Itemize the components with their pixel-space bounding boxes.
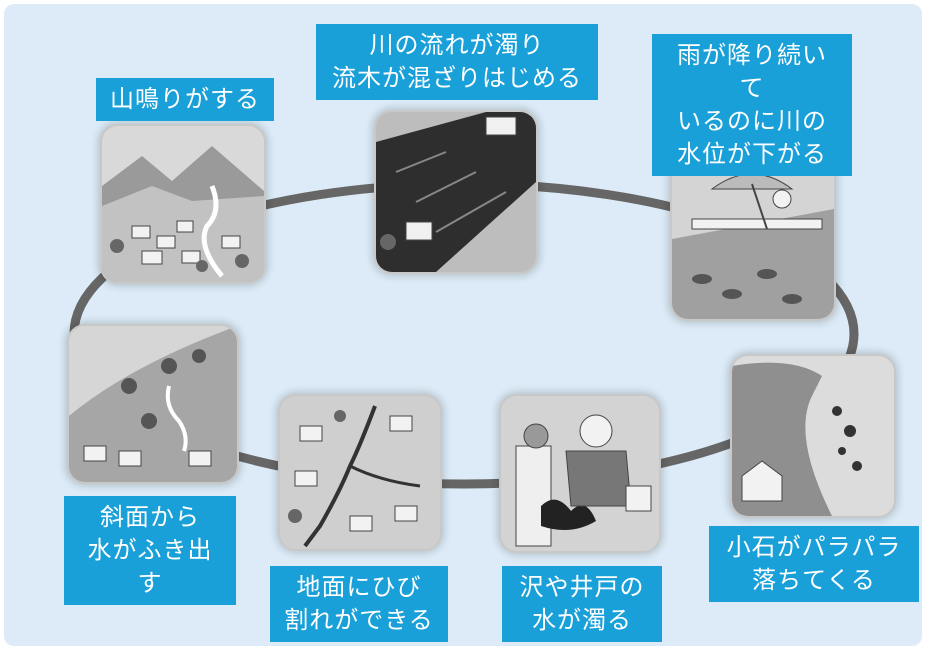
- sign-label-cracks: 地面にひび 割れができる: [270, 566, 448, 642]
- sign-label-spring: 斜面から 水がふき出す: [64, 496, 236, 605]
- ground-crack-illustration: [280, 396, 440, 549]
- sign-label-rumbling: 山鳴りがする: [96, 78, 274, 121]
- sign-label-muddy-river: 川の流れが濁り 流木が混ざりはじめる: [316, 24, 598, 100]
- sign-label-well: 沢や井戸の 水が濁る: [502, 566, 662, 642]
- sign-label-pebbles: 小石がパラパラ 落ちてくる: [709, 526, 919, 602]
- mountains-village-illustration: [102, 126, 264, 282]
- diagram-frame: 山鳴りがする 川の流れが濁り 流木が混ざりはじめる 雨が降り続いて いるのに川の…: [4, 4, 922, 646]
- sign-label-water-drop: 雨が降り続いて いるのに川の 水位が下がる: [652, 34, 852, 176]
- muddy-river-illustration: [376, 112, 536, 272]
- muddy-well-illustration: [501, 396, 659, 551]
- falling-pebbles-cliff-illustration: [732, 356, 894, 516]
- slope-water-illustration: [69, 326, 237, 482]
- low-river-umbrella-illustration: [672, 159, 834, 319]
